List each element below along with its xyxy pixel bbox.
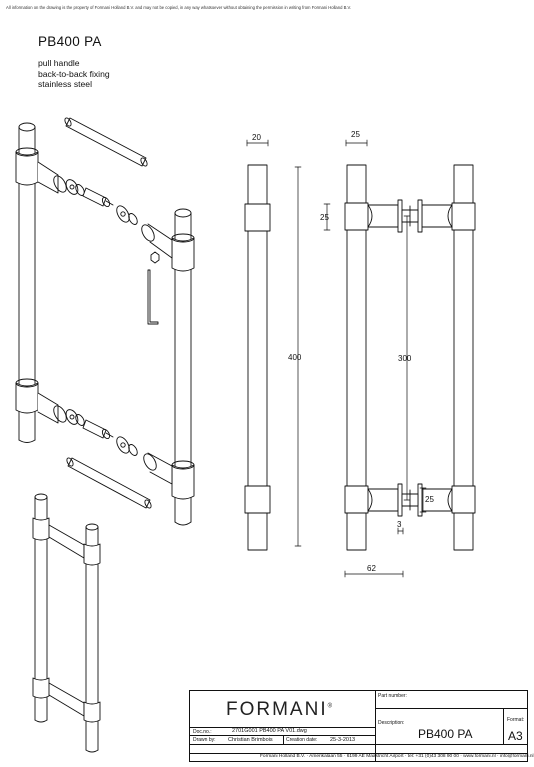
side-elevation: [344, 164, 476, 551]
dim-centers: 300: [398, 354, 412, 363]
lower-threaded-rod: [66, 457, 152, 509]
dimension-labels: 20 25 25 400 300 25 3 62: [252, 130, 434, 573]
left-handle-bar: [15, 122, 39, 443]
lower-washer: [116, 436, 138, 456]
assembled-view: [32, 493, 101, 753]
allen-key: [147, 269, 159, 325]
description-line: back-to-back fixing: [38, 68, 110, 79]
description-label: Description:: [378, 720, 405, 726]
description-line: pull handle: [38, 58, 80, 68]
product-description: pull handle back-to-back fixing stainles…: [38, 58, 110, 90]
upper-bolt: [82, 187, 114, 208]
part-number-label: Part number:: [378, 693, 407, 699]
dim-length: 400: [288, 353, 302, 362]
description-value: PB400 PA: [418, 727, 473, 741]
dim-bracket-height: 25: [425, 495, 434, 504]
lower-standoff: [37, 392, 85, 426]
copyright-notice: All information on the drawing is the pr…: [6, 5, 352, 10]
format-value: A3: [508, 729, 523, 743]
created-value: 25-3-2013: [330, 737, 356, 743]
created-label: Creation date:: [286, 737, 318, 743]
dim-projection: 62: [367, 564, 376, 573]
grub-screw: [150, 251, 160, 264]
dimension-lines: [246, 139, 427, 578]
upper-threaded-rod: [64, 117, 148, 167]
doc-label: Doc.no.:: [193, 729, 212, 735]
description-line: stainless steel: [38, 79, 92, 89]
dim-standoff-diameter: 25: [351, 130, 360, 139]
right-handle-bar: [141, 208, 195, 526]
front-elevation: [244, 164, 271, 551]
formani-logo: FORMANI®: [226, 699, 335, 720]
drawn-label: Drawn by:: [193, 737, 216, 743]
dim-collar-height: 25: [320, 213, 329, 222]
footer-address: Formani Holland B.V. · Amerikalaan 55 · …: [260, 754, 534, 759]
lower-bolt: [82, 419, 114, 440]
upper-washer: [116, 205, 138, 225]
exploded-view: [15, 117, 195, 526]
doc-value: 2701G001 PB400 PA V01.dwg: [232, 728, 307, 734]
upper-standoff: [37, 161, 85, 196]
title-block: FORMANI® Part number: Description: PB400…: [189, 690, 534, 762]
drawn-value: Christian Brimbois: [228, 737, 273, 743]
product-title: PB400 PA: [38, 34, 102, 49]
dim-gap: 3: [397, 520, 402, 529]
dim-bar-diameter: 20: [252, 133, 261, 142]
format-label: Format:: [507, 717, 525, 723]
